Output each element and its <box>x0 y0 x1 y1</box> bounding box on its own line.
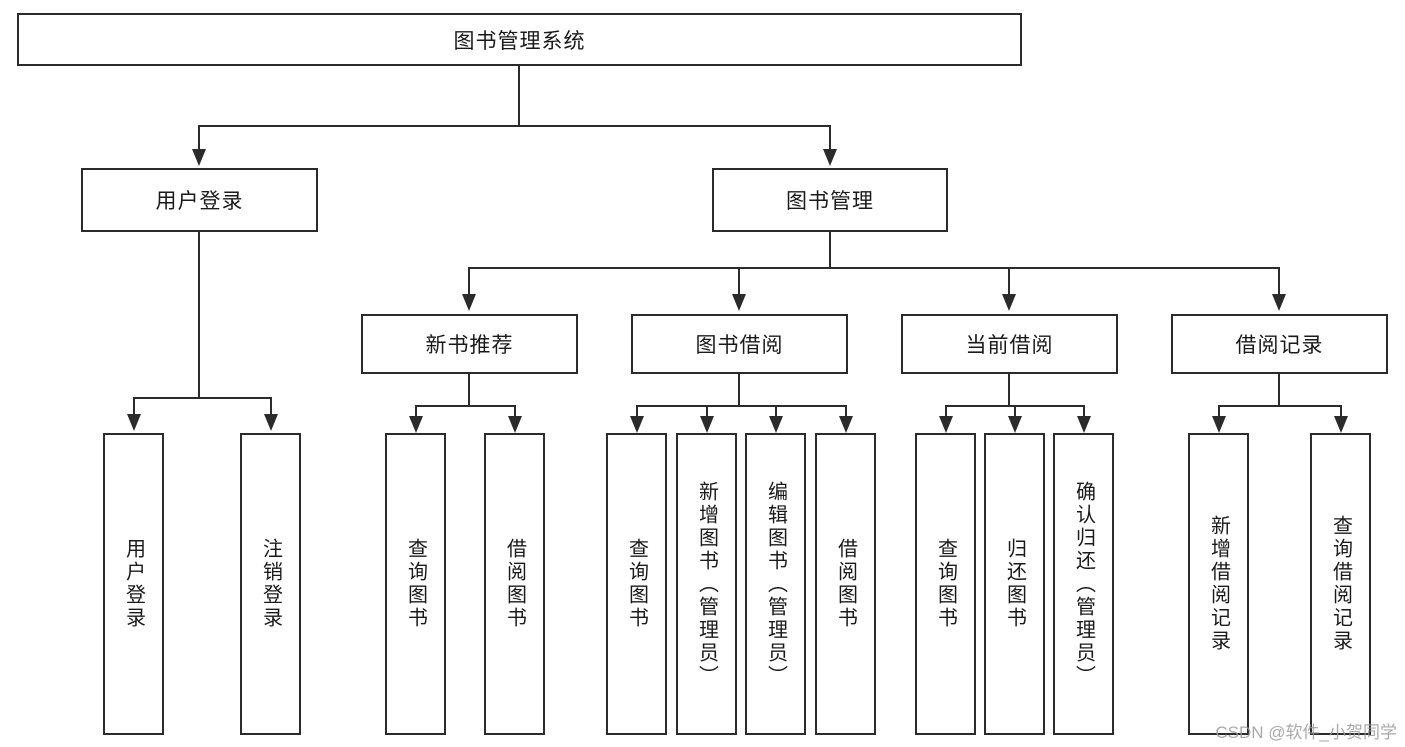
leaf-label: 查询借阅记录 <box>1329 515 1352 653</box>
connector-user-login-bus <box>133 397 271 399</box>
node-borrowing-records[interactable]: 借阅记录 <box>1171 314 1388 374</box>
connector-drop-nbr-leaf-1 <box>415 405 417 417</box>
connector-borrow-record-bus <box>1218 405 1341 407</box>
connector-drop-current-borrow <box>1008 267 1010 295</box>
arrowhead-user-login <box>192 149 206 166</box>
leaf-edit-book-admin[interactable]: 编辑图书（管理员） <box>745 433 806 735</box>
node-book-borrowing[interactable]: 图书借阅 <box>631 314 848 374</box>
arrowhead-bb-leaf-2 <box>700 416 714 433</box>
leaf-return-book[interactable]: 归还图书 <box>984 433 1045 735</box>
node-current-borrowing[interactable]: 当前借阅 <box>901 314 1118 374</box>
connector-drop-cb-leaf-2 <box>1014 405 1016 417</box>
leaf-label: 新增借阅记录 <box>1207 515 1230 653</box>
leaf-query-book-cb[interactable]: 查询图书 <box>915 433 976 735</box>
leaf-borrow-book-nbr[interactable]: 借阅图书 <box>484 433 545 735</box>
node-book-management[interactable]: 图书管理 <box>712 168 948 232</box>
arrowhead-br-leaf-2 <box>1334 416 1348 433</box>
leaf-label: 注销登录 <box>259 538 282 630</box>
leaf-query-book-bb[interactable]: 查询图书 <box>606 433 667 735</box>
connector-drop-user-login <box>198 125 200 151</box>
connector-book-borrow-bus <box>636 405 846 407</box>
connector-drop-new-book-rec <box>468 267 470 295</box>
arrowhead-leaf-logout <box>264 414 278 431</box>
connector-new-book-rec-bus <box>415 405 515 407</box>
arrowhead-bb-leaf-3 <box>769 416 783 433</box>
arrowhead-cb-leaf-3 <box>1077 416 1091 433</box>
leaf-confirm-return-admin[interactable]: 确认归还（管理员） <box>1053 433 1114 735</box>
arrowhead-borrow-record <box>1272 294 1286 311</box>
leaf-label: 查询图书 <box>404 538 427 630</box>
connector-drop-borrow-record <box>1278 267 1280 295</box>
node-label: 用户登录 <box>155 190 244 213</box>
connector-drop-br-leaf-2 <box>1340 405 1342 417</box>
connector-drop-cb-leaf-3 <box>1083 405 1085 417</box>
connector-borrow-record-stem <box>1278 374 1280 407</box>
arrowhead-bb-leaf-1 <box>630 416 644 433</box>
arrowhead-leaf-user-login <box>127 414 141 431</box>
arrowhead-book-borrow <box>732 294 746 311</box>
arrowhead-book-mgmt <box>823 149 837 166</box>
connector-drop-bb-leaf-1 <box>636 405 638 417</box>
node-label: 图书管理 <box>786 190 874 213</box>
csdn-watermark: CSDN @软件_小贺同学 <box>1215 723 1397 742</box>
arrowhead-cb-leaf-2 <box>1008 416 1022 433</box>
leaf-label: 查询图书 <box>934 538 957 630</box>
node-root-system[interactable]: 图书管理系统 <box>17 13 1022 66</box>
connector-drop-nbr-leaf-2 <box>514 405 516 417</box>
connector-current-borrow-stem <box>1008 374 1010 407</box>
leaf-query-borrow-record[interactable]: 查询借阅记录 <box>1310 433 1371 735</box>
connector-root-stem <box>518 66 520 126</box>
arrowhead-cb-leaf-1 <box>939 416 953 433</box>
leaf-label: 确认归还（管理员） <box>1072 480 1095 688</box>
node-label: 图书借阅 <box>695 334 784 357</box>
node-label: 借阅记录 <box>1235 334 1324 357</box>
connector-drop-bb-leaf-4 <box>845 405 847 417</box>
node-label: 当前借阅 <box>965 334 1054 357</box>
leaf-label: 归还图书 <box>1003 538 1026 630</box>
leaf-borrow-book-bb[interactable]: 借阅图书 <box>815 433 876 735</box>
connector-drop-leaf-logout <box>270 397 272 415</box>
connector-drop-cb-leaf-1 <box>945 405 947 417</box>
connector-drop-book-borrow <box>738 267 740 295</box>
arrowhead-new-book-rec <box>462 294 476 311</box>
connector-level3-bus <box>468 267 1280 269</box>
connector-drop-br-leaf-1 <box>1218 405 1220 417</box>
connector-new-book-rec-stem <box>468 374 470 407</box>
connector-drop-bb-leaf-3 <box>775 405 777 417</box>
node-label: 新书推荐 <box>425 334 514 357</box>
connector-drop-book-mgmt <box>829 125 831 151</box>
arrowhead-br-leaf-1 <box>1212 416 1226 433</box>
node-label: 图书管理系统 <box>453 29 586 53</box>
leaf-user-login[interactable]: 用户登录 <box>103 433 164 735</box>
connector-level2-bus <box>198 125 830 127</box>
leaf-logout[interactable]: 注销登录 <box>240 433 301 735</box>
node-new-book-recommendation[interactable]: 新书推荐 <box>361 314 578 374</box>
connector-book-mgmt-stem <box>829 232 831 269</box>
node-user-login[interactable]: 用户登录 <box>81 168 318 232</box>
leaf-label: 编辑图书（管理员） <box>764 480 787 688</box>
leaf-label: 查询图书 <box>625 538 648 630</box>
leaf-add-borrow-record[interactable]: 新增借阅记录 <box>1188 433 1249 735</box>
leaf-label: 借阅图书 <box>834 538 857 630</box>
arrowhead-nbr-leaf-2 <box>508 416 522 433</box>
arrowhead-current-borrow <box>1002 294 1016 311</box>
arrowhead-bb-leaf-4 <box>839 416 853 433</box>
arrowhead-nbr-leaf-1 <box>409 416 423 433</box>
leaf-label: 新增图书（管理员） <box>695 480 718 688</box>
leaf-label: 借阅图书 <box>503 538 526 630</box>
leaf-query-book-nbr[interactable]: 查询图书 <box>385 433 446 735</box>
connector-drop-bb-leaf-2 <box>706 405 708 417</box>
connector-book-borrow-stem <box>738 374 740 407</box>
connector-user-login-stem <box>198 232 200 399</box>
leaf-add-book-admin[interactable]: 新增图书（管理员） <box>676 433 737 735</box>
connector-drop-leaf-user-login <box>133 397 135 415</box>
leaf-label: 用户登录 <box>122 538 145 630</box>
